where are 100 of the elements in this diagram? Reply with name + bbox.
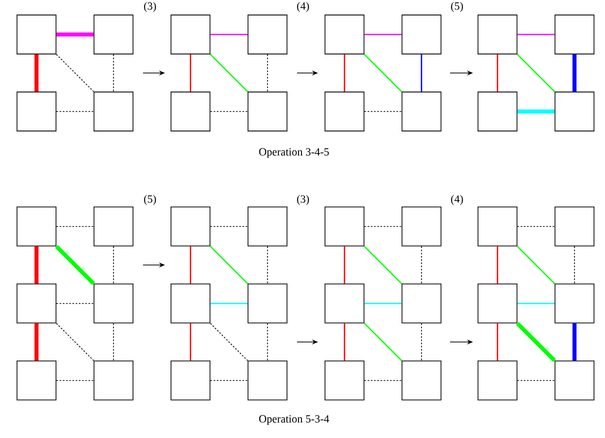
thick-connector <box>34 54 38 92</box>
connector <box>364 246 402 284</box>
thick-connector <box>55 245 95 285</box>
box <box>248 14 288 54</box>
box <box>16 360 56 400</box>
connector <box>190 323 192 361</box>
dotted-connector <box>574 246 575 284</box>
box <box>324 360 364 400</box>
box <box>478 284 518 324</box>
connector <box>210 302 248 304</box>
dotted-connector <box>210 111 248 112</box>
thick-connector <box>34 246 38 284</box>
dotted-connector <box>210 323 248 361</box>
box <box>554 284 594 324</box>
box <box>170 206 210 246</box>
thick-connector <box>517 110 555 114</box>
connector <box>496 246 498 284</box>
dotted-connector <box>56 226 94 227</box>
caption: Operation 3-4-5 <box>259 148 329 158</box>
box <box>16 206 56 246</box>
dotted-connector <box>210 226 248 227</box>
connector <box>364 322 402 361</box>
box <box>170 92 210 132</box>
connector <box>210 34 248 36</box>
step-number: (5) <box>144 195 156 205</box>
connector <box>344 54 346 92</box>
connector <box>496 54 498 92</box>
connector <box>364 54 402 92</box>
connector <box>364 34 402 36</box>
box <box>94 206 134 246</box>
dotted-connector <box>517 380 555 381</box>
dotted-connector <box>210 380 248 381</box>
connector <box>420 54 422 92</box>
connector <box>517 302 555 304</box>
connector <box>190 246 192 284</box>
box <box>402 206 442 246</box>
connector <box>364 302 402 304</box>
dotted-connector <box>267 54 268 92</box>
connector <box>210 54 248 92</box>
box <box>248 92 288 132</box>
box <box>324 206 364 246</box>
box <box>170 14 210 54</box>
dotted-connector <box>56 111 94 112</box>
box <box>94 360 134 400</box>
box <box>170 360 210 400</box>
box <box>324 284 364 324</box>
dotted-connector <box>56 54 94 92</box>
connector <box>210 246 248 284</box>
step-number: (3) <box>144 2 156 12</box>
dotted-connector <box>364 380 402 381</box>
box <box>402 92 442 132</box>
box <box>94 284 134 324</box>
dotted-connector <box>113 54 114 92</box>
box <box>324 92 364 132</box>
step-number: (5) <box>451 2 463 12</box>
step-number: (4) <box>451 195 463 205</box>
dotted-connector <box>267 323 268 361</box>
dotted-connector <box>421 246 422 284</box>
step-number: (4) <box>297 2 309 12</box>
connector <box>517 246 556 284</box>
connector <box>496 323 498 361</box>
dotted-connector <box>56 303 94 304</box>
connector <box>344 246 346 284</box>
dotted-connector <box>113 323 114 361</box>
box <box>478 92 518 132</box>
box <box>16 284 56 324</box>
box <box>554 206 594 246</box>
connector <box>517 34 555 36</box>
thick-connector <box>516 322 556 362</box>
box <box>402 360 442 400</box>
connector <box>517 54 556 92</box>
thick-connector <box>56 32 94 36</box>
box <box>16 92 56 132</box>
box <box>94 92 134 132</box>
step-number: (3) <box>297 195 309 205</box>
box <box>478 206 518 246</box>
dotted-connector <box>56 380 94 381</box>
box <box>478 14 518 54</box>
dotted-connector <box>364 111 402 112</box>
thick-connector <box>34 323 38 361</box>
box <box>248 206 288 246</box>
box <box>94 14 134 54</box>
connector <box>344 323 346 361</box>
box <box>402 14 442 54</box>
box <box>248 284 288 324</box>
dotted-connector <box>421 323 422 361</box>
box <box>554 360 594 400</box>
box <box>554 14 594 54</box>
caption: Operation 5-3-4 <box>259 415 330 425</box>
dotted-connector <box>56 323 94 361</box>
box <box>554 92 594 132</box>
box <box>402 284 442 324</box>
box <box>248 360 288 400</box>
dotted-connector <box>267 246 268 284</box>
box <box>324 14 364 54</box>
thick-connector <box>572 323 576 361</box>
dotted-connector <box>364 226 402 227</box>
connector <box>190 54 192 92</box>
box <box>16 14 56 54</box>
thick-connector <box>572 54 576 92</box>
